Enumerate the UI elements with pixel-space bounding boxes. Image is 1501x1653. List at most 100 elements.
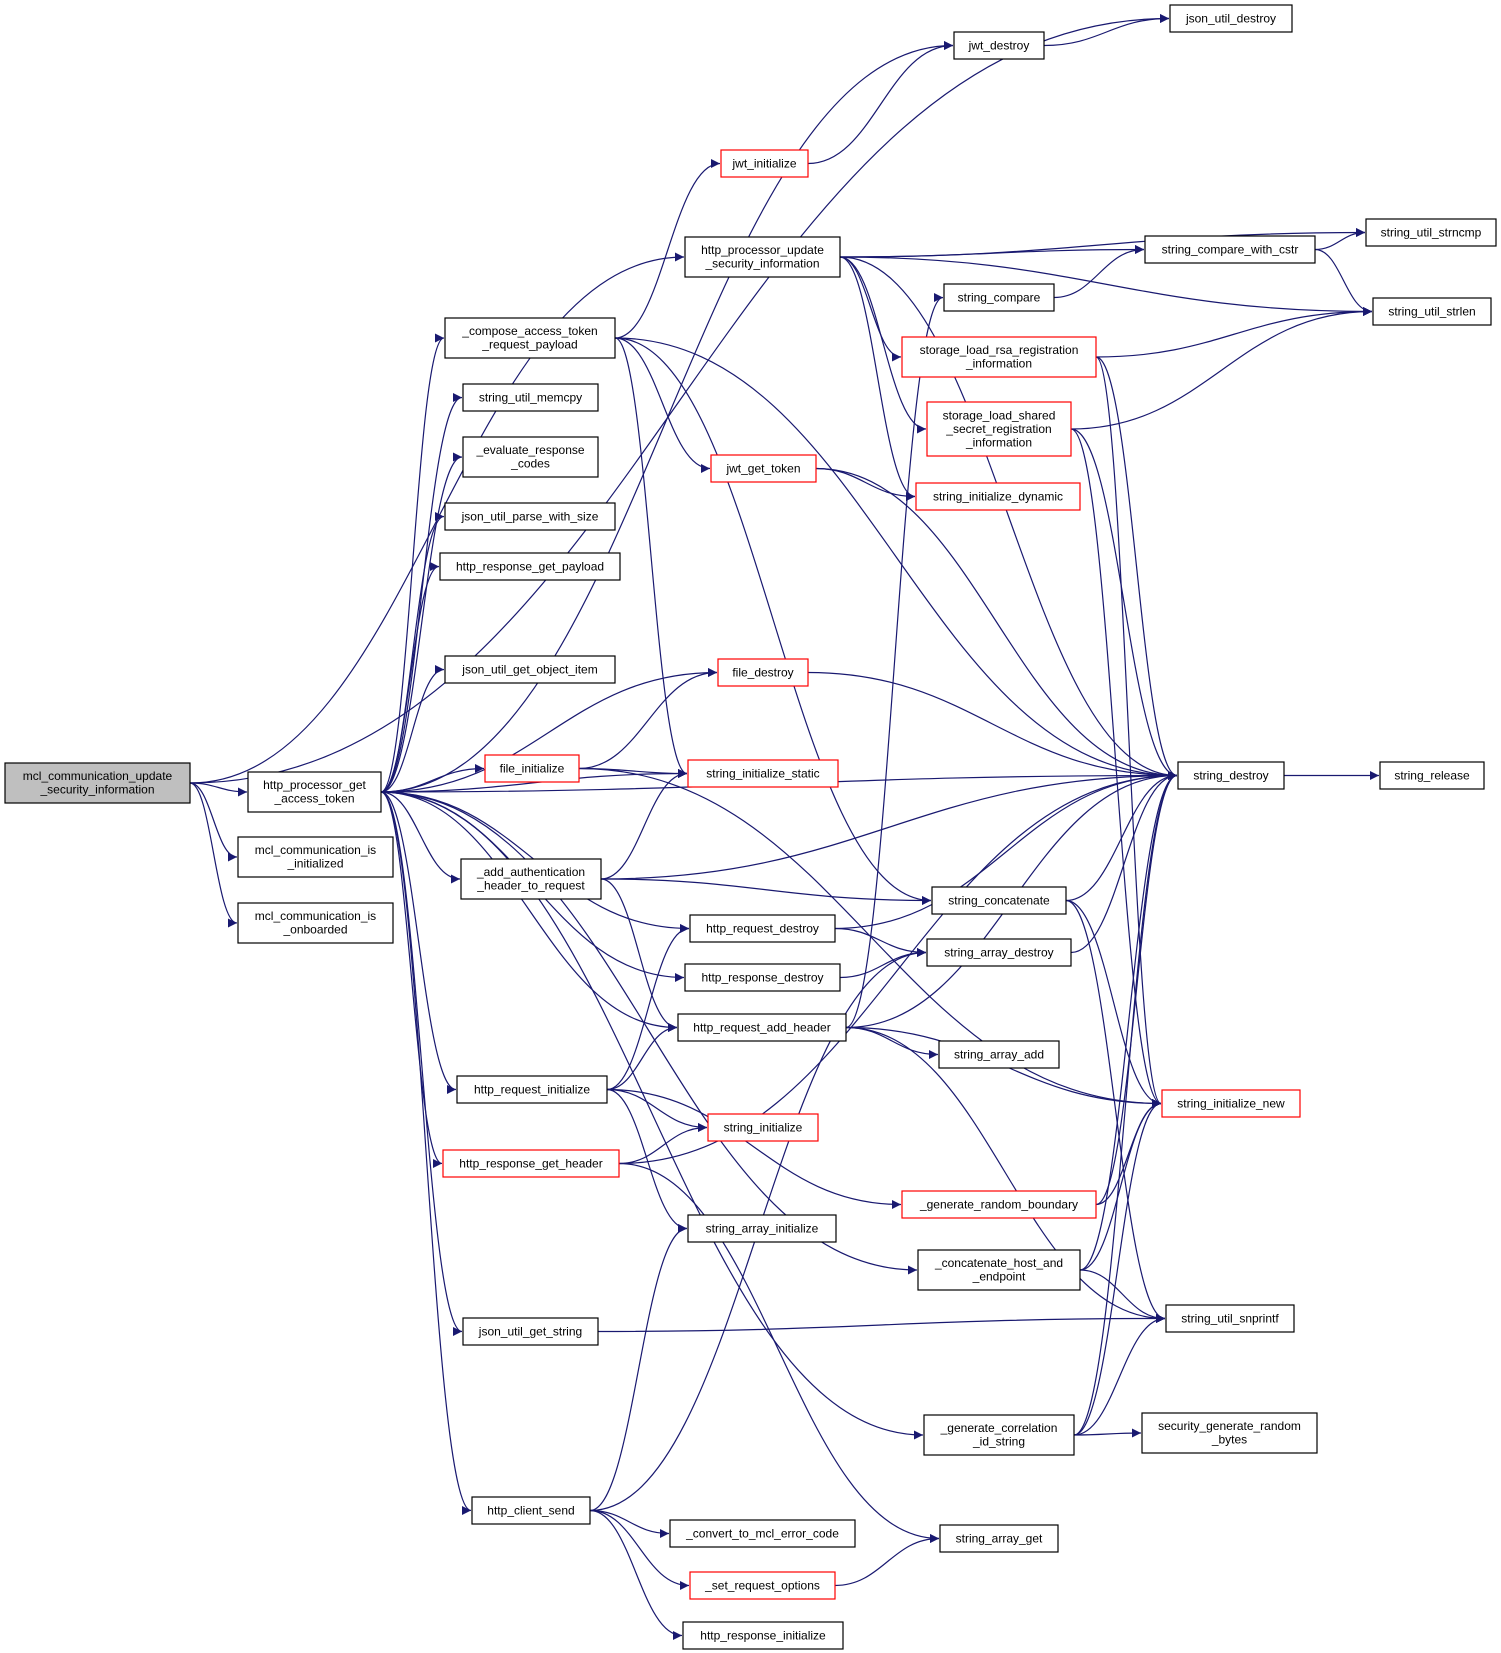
node-mcii[interactable]: mcl_communication_is_initialized (237, 836, 394, 878)
node-jwtd[interactable]: jwt_destroy (953, 31, 1045, 60)
edge-slrsa-to-sul (1095, 307, 1373, 358)
edge-hri-to-sai (606, 1088, 688, 1233)
node-box (710, 454, 817, 483)
node-sad[interactable]: string_array_destroy (926, 938, 1072, 967)
node-jugs[interactable]: json_util_get_string (462, 1317, 599, 1346)
node-sus[interactable]: string_util_strncmp (1365, 218, 1497, 247)
node-sin[interactable]: string_initialize_new (1161, 1089, 1301, 1118)
node-label-line: http_client_send (487, 1503, 574, 1517)
node-box (939, 1524, 1059, 1553)
node-sid[interactable]: string_initialize_dynamic (915, 482, 1081, 511)
node-hpgat[interactable]: http_processor_get_access_token (247, 771, 382, 813)
node-label-line: string_util_strncmp (1381, 225, 1482, 239)
edge-hri-to-si (606, 1088, 708, 1132)
node-jwti[interactable]: jwt_initialize (720, 149, 809, 178)
edge-gci-to-susn (1073, 1314, 1166, 1436)
node-sr[interactable]: string_release (1379, 761, 1485, 790)
node-sum[interactable]: string_util_memcpy (462, 383, 599, 412)
edge-cat-to-jwtgt (614, 337, 711, 473)
node-scat[interactable]: string_concatenate (931, 886, 1067, 915)
node-label-line: _generate_random_boundary (919, 1197, 1078, 1211)
edge-fi-to-fd (578, 668, 718, 770)
edge-hri-to-hrd (606, 924, 690, 1091)
node-sul[interactable]: string_util_strlen (1372, 297, 1492, 326)
node-si[interactable]: string_initialize (707, 1113, 819, 1142)
node-hrd[interactable]: http_request_destroy (689, 914, 836, 943)
node-jups[interactable]: json_util_parse_with_size (444, 502, 616, 531)
node-label-line: json_util_get_string (478, 1324, 582, 1338)
node-hri[interactable]: http_request_initialize (456, 1075, 608, 1104)
edge-aah-to-scat (600, 878, 932, 905)
node-jud[interactable]: json_util_destroy (1169, 4, 1293, 33)
node-box (901, 336, 1097, 378)
edge-slss-to-sd (1070, 428, 1178, 780)
node-label-line: http_processor_update (701, 243, 824, 257)
node-jugoi[interactable]: json_util_get_object_item (444, 655, 616, 684)
node-box (689, 914, 836, 943)
node-sd[interactable]: string_destroy (1177, 761, 1285, 790)
node-root[interactable]: mcl_communication_update_security_inform… (4, 762, 191, 804)
node-label-line: string_release (1394, 768, 1470, 782)
node-box (717, 658, 809, 687)
node-gci[interactable]: _generate_correlation_id_string (923, 1414, 1075, 1456)
node-sgrb[interactable]: security_generate_random_bytes (1141, 1412, 1318, 1454)
node-hrgh[interactable]: http_response_get_header (442, 1149, 620, 1178)
node-saa[interactable]: string_array_add (938, 1040, 1060, 1069)
edge-hcs-to-sro (589, 1509, 690, 1590)
node-slss[interactable]: storage_load_shared_secret_registration_… (926, 401, 1072, 457)
node-box (953, 31, 1045, 60)
edge-hpgat-to-sum (380, 393, 463, 793)
node-grb[interactable]: _generate_random_boundary (901, 1190, 1097, 1219)
node-slrsa[interactable]: storage_load_rsa_registration_informatio… (901, 336, 1097, 378)
node-sis[interactable]: string_initialize_static (687, 759, 839, 788)
node-sro[interactable]: _set_request_options (689, 1571, 836, 1600)
edge-hcs-to-sai (589, 1224, 688, 1512)
node-label-line: _header_to_request (476, 879, 585, 893)
node-label-line: _id_string (972, 1435, 1025, 1449)
node-label-line: _access_token (273, 792, 354, 806)
node-chae[interactable]: _concatenate_host_and_endpoint (917, 1249, 1081, 1291)
edge-gci-to-sgrb (1073, 1428, 1142, 1438)
node-cat[interactable]: _compose_access_token_request_payload (444, 317, 616, 359)
node-box (943, 283, 1055, 312)
edge-root-to-jud (189, 14, 1170, 784)
node-label-line: string_array_get (956, 1531, 1043, 1545)
node-label-line: _concatenate_host_and (934, 1256, 1063, 1270)
node-hrsd[interactable]: http_response_destroy (684, 963, 841, 992)
edge-hpusi-to-slss (839, 256, 927, 434)
node-label-line: security_generate_random (1158, 1419, 1301, 1433)
edge-hpusi-to-sd (839, 256, 1178, 780)
node-cmec[interactable]: _convert_to_mcl_error_code (669, 1519, 856, 1548)
node-aah[interactable]: _add_authentication_header_to_request (460, 858, 602, 900)
node-label-line: _information (965, 435, 1032, 449)
edge-hpusi-to-sid (839, 256, 916, 501)
edge-jwtd-to-jud (1043, 14, 1170, 47)
edge-hrsd-to-sad (839, 948, 927, 979)
node-sag[interactable]: string_array_get (939, 1524, 1059, 1553)
node-box (1169, 4, 1293, 33)
node-fd[interactable]: file_destroy (717, 658, 809, 687)
node-hrah[interactable]: http_request_add_header (677, 1013, 847, 1042)
node-box (462, 383, 599, 412)
node-box (931, 886, 1067, 915)
node-mcio[interactable]: mcl_communication_is_onboarded (237, 902, 394, 944)
node-sc[interactable]: string_compare (943, 283, 1055, 312)
node-jwtgt[interactable]: jwt_get_token (710, 454, 817, 483)
node-hcs[interactable]: http_client_send (471, 1496, 591, 1525)
node-erc[interactable]: _evaluate_response_codes (462, 436, 599, 478)
node-sai[interactable]: string_array_initialize (687, 1214, 837, 1243)
node-box (247, 771, 382, 813)
node-hrgp[interactable]: http_response_get_payload (439, 552, 621, 581)
node-fi[interactable]: file_initialize (484, 754, 580, 783)
edge-grb-to-sd (1095, 771, 1178, 1206)
node-label-line: string_initialize_dynamic (933, 489, 1063, 503)
node-scwc[interactable]: string_compare_with_cstr (1144, 235, 1316, 264)
node-susn[interactable]: string_util_snprintf (1165, 1304, 1295, 1333)
edge-hpgat-to-gci (380, 791, 924, 1440)
edge-chae-to-sd (1079, 771, 1178, 1271)
node-hpusi[interactable]: http_processor_update_security_informati… (684, 236, 841, 278)
edge-scwc-to-sul (1314, 248, 1373, 316)
node-hrsi[interactable]: http_response_initialize (682, 1621, 844, 1650)
edge-hcs-to-cmec (589, 1509, 670, 1538)
